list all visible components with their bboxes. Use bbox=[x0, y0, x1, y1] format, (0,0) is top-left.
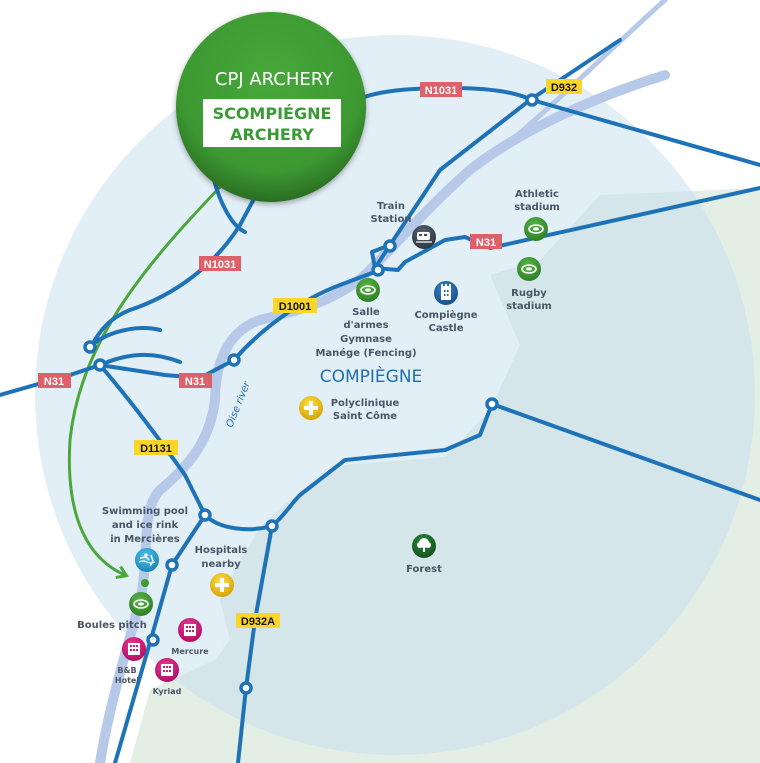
svg-text:Gymnase: Gymnase bbox=[340, 334, 392, 345]
road-d932a bbox=[236, 524, 274, 763]
poi-castle[interactable]: Compiègne Castle bbox=[414, 281, 478, 334]
svg-text:Station: Station bbox=[371, 214, 412, 225]
svg-text:N1031: N1031 bbox=[425, 85, 457, 97]
junctions bbox=[83, 93, 539, 695]
road-badge-d1001: D1001 bbox=[273, 298, 317, 313]
health-cross-icon bbox=[299, 396, 323, 420]
stadium-icon bbox=[524, 217, 548, 241]
hero-subtitle-line1: SCOMPIÉGNE bbox=[213, 104, 332, 123]
svg-text:d'armes: d'armes bbox=[343, 320, 388, 331]
poi-forest[interactable]: Forest bbox=[406, 534, 442, 575]
road-badge-d1131: D1131 bbox=[134, 440, 178, 455]
health-cross-icon bbox=[210, 573, 234, 597]
road-badge-n1031-left: N1031 bbox=[199, 256, 241, 271]
archery-location-dot[interactable] bbox=[141, 579, 149, 587]
city-label: COMPIÈGNE bbox=[320, 365, 423, 387]
svg-text:N31: N31 bbox=[185, 376, 205, 388]
road-badge-d932: D932 bbox=[546, 79, 582, 94]
poi-hospitals-nearby[interactable]: Hospitals nearby bbox=[195, 545, 248, 597]
poi-mercure[interactable]: Mercure bbox=[171, 618, 209, 656]
svg-text:Kyriad: Kyriad bbox=[153, 687, 182, 696]
svg-text:Manége (Fencing): Manége (Fencing) bbox=[315, 347, 416, 359]
svg-text:in Mercières: in Mercières bbox=[110, 533, 180, 545]
svg-text:Forest: Forest bbox=[406, 564, 442, 575]
hotel-icon bbox=[122, 637, 146, 661]
svg-text:stadium: stadium bbox=[506, 301, 552, 312]
svg-text:D1001: D1001 bbox=[279, 301, 311, 313]
road-badge-n31-west: N31 bbox=[38, 373, 71, 388]
road-n31-west bbox=[0, 268, 382, 397]
svg-text:Athletic: Athletic bbox=[515, 189, 559, 200]
svg-text:Salle: Salle bbox=[352, 307, 380, 318]
poi-salle-armes[interactable]: Salle d'armes Gymnase Manége (Fencing) bbox=[315, 278, 417, 359]
road-n1031-left bbox=[90, 148, 282, 347]
road-badge-n31-east: N31 bbox=[470, 234, 502, 249]
road-badge-n31-mid: N31 bbox=[179, 373, 212, 388]
poi-polyclinique[interactable]: Polyclinique Saint Côme bbox=[299, 396, 399, 422]
svg-text:Train: Train bbox=[377, 201, 405, 212]
svg-text:N31: N31 bbox=[476, 237, 496, 249]
route-arrow bbox=[67, 183, 224, 580]
svg-text:B&B: B&B bbox=[117, 666, 136, 675]
svg-text:N31: N31 bbox=[44, 376, 64, 388]
stadium-icon bbox=[517, 257, 541, 281]
svg-text:stadium: stadium bbox=[514, 202, 560, 213]
road-east bbox=[490, 402, 760, 502]
road-n31-loop bbox=[90, 326, 162, 347]
castle-icon bbox=[434, 281, 458, 305]
svg-text:Swimming pool: Swimming pool bbox=[102, 506, 188, 517]
svg-text:D1131: D1131 bbox=[140, 443, 172, 455]
poi-rugby-stadium[interactable]: Rugby stadium bbox=[506, 257, 552, 312]
poi-kyriad[interactable]: Kyriad bbox=[153, 658, 182, 696]
svg-text:Hotel: Hotel bbox=[115, 676, 139, 685]
road-badge-n1031-top: N1031 bbox=[420, 82, 462, 97]
poi-boules-pitch[interactable]: Boules pitch bbox=[77, 592, 153, 631]
svg-text:nearby: nearby bbox=[201, 559, 241, 570]
road-badge-d932a: D932A bbox=[236, 613, 280, 628]
svg-text:and ice rink: and ice rink bbox=[112, 520, 179, 531]
road-southwest bbox=[113, 513, 207, 763]
svg-text:Mercure: Mercure bbox=[171, 647, 209, 656]
svg-text:Compiègne: Compiègne bbox=[414, 309, 477, 321]
svg-text:Rugby: Rugby bbox=[511, 288, 547, 299]
svg-text:Polyclinique: Polyclinique bbox=[331, 398, 400, 409]
road-d1131 bbox=[98, 363, 207, 517]
forest-in-circle bbox=[130, 188, 755, 755]
svg-text:D932: D932 bbox=[551, 82, 577, 94]
hero-subtitle-line2: ARCHERY bbox=[230, 125, 314, 144]
svg-text:D932A: D932A bbox=[241, 616, 275, 628]
poi-athletic-stadium[interactable]: Athletic stadium bbox=[514, 189, 560, 241]
stadium-icon bbox=[129, 592, 153, 616]
tree-icon bbox=[412, 534, 436, 558]
svg-text:Saint Côme: Saint Côme bbox=[333, 410, 397, 422]
hotel-icon bbox=[155, 658, 179, 682]
stadium-icon bbox=[356, 278, 380, 302]
road-n31-mid bbox=[98, 352, 182, 367]
hero-badge[interactable]: CPJ ARCHERY SCOMPIÉGNE ARCHERY bbox=[176, 12, 366, 202]
swimmer-skater-icon bbox=[135, 548, 159, 572]
hero-title: CPJ ARCHERY bbox=[215, 69, 334, 90]
poi-train-station[interactable]: Train Station bbox=[371, 201, 436, 249]
poi-bb-hotel[interactable]: B&B Hotel bbox=[115, 637, 146, 685]
svg-text:N1031: N1031 bbox=[204, 259, 236, 271]
hotel-icon bbox=[178, 618, 202, 642]
poi-swimming-pool[interactable]: Swimming pool and ice rink in Mercières bbox=[102, 506, 188, 572]
hero-subtitle-box bbox=[203, 99, 341, 147]
train-icon bbox=[412, 225, 436, 249]
svg-text:Boules pitch: Boules pitch bbox=[77, 620, 147, 631]
svg-text:Castle: Castle bbox=[428, 323, 463, 334]
svg-text:Hospitals: Hospitals bbox=[195, 545, 248, 556]
